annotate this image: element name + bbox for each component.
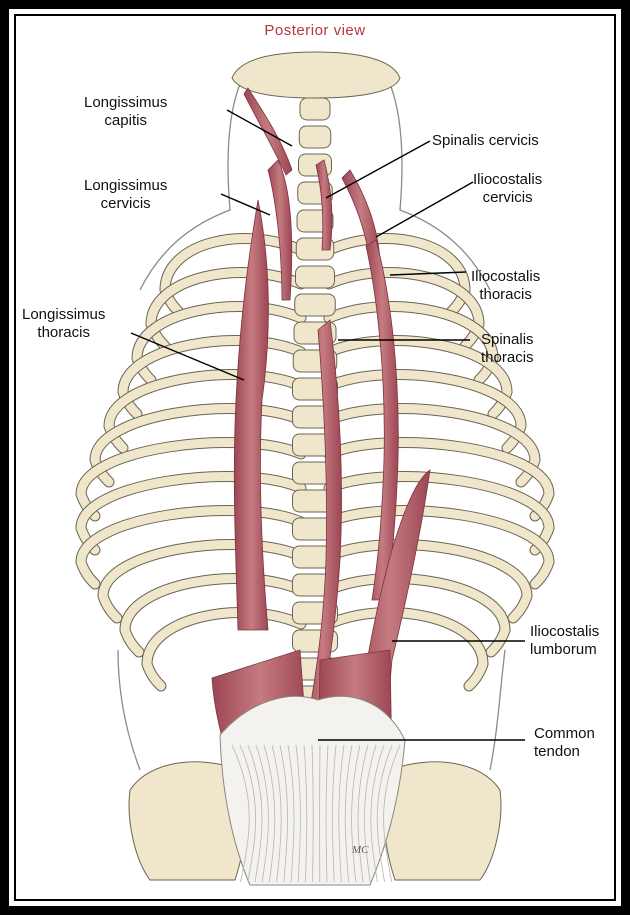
label-iliocostalis-lumborum: Iliocostalis lumborum: [530, 623, 599, 659]
erector-spinae-muscles: [212, 88, 430, 775]
label-line: Iliocostalis: [530, 623, 599, 641]
label-line: capitis: [84, 112, 167, 130]
label-spinalis-cervicis: Spinalis cervicis: [432, 132, 539, 150]
label-longissimus-thoracis: Longissimus thoracis: [22, 306, 105, 342]
label-iliocostalis-thoracis: Iliocostalis thoracis: [471, 268, 540, 304]
label-line: Longissimus: [22, 306, 105, 324]
label-line: Spinalis: [481, 331, 534, 349]
label-line: Iliocostalis: [471, 268, 540, 286]
label-longissimus-cervicis: Longissimus cervicis: [84, 177, 167, 213]
label-line: lumborum: [530, 641, 599, 659]
view-title: Posterior view: [0, 22, 630, 39]
label-line: cervicis: [473, 189, 542, 207]
label-line: thoracis: [481, 349, 534, 367]
label-line: Longissimus: [84, 94, 167, 112]
label-line: tendon: [534, 743, 595, 761]
label-line: cervicis: [84, 195, 167, 213]
label-line: Longissimus: [84, 177, 167, 195]
vertebra: [300, 98, 330, 120]
leader-longissimus-cervicis: [221, 194, 270, 215]
vertebra: [295, 294, 336, 316]
label-common-tendon: Common tendon: [534, 725, 595, 761]
skull-base: [232, 52, 400, 98]
label-line: Spinalis cervicis: [432, 132, 539, 150]
label-iliocostalis-cervicis: Iliocostalis cervicis: [473, 171, 542, 207]
longissimus-capitis-muscle: [244, 88, 292, 175]
common-tendon-shape: [220, 696, 405, 885]
label-line: Iliocostalis: [473, 171, 542, 189]
label-line: thoracis: [22, 324, 105, 342]
artist-signature: MC: [351, 844, 369, 856]
label-spinalis-thoracis: Spinalis thoracis: [481, 331, 534, 367]
label-line: thoracis: [471, 286, 540, 304]
vertebra: [296, 266, 335, 288]
leader-spinalis-cervicis: [326, 141, 430, 198]
label-line: Common: [534, 725, 595, 743]
leader-iliocostalis-cervicis: [376, 182, 473, 237]
label-longissimus-capitis: Longissimus capitis: [84, 94, 167, 130]
vertebra: [299, 126, 331, 148]
